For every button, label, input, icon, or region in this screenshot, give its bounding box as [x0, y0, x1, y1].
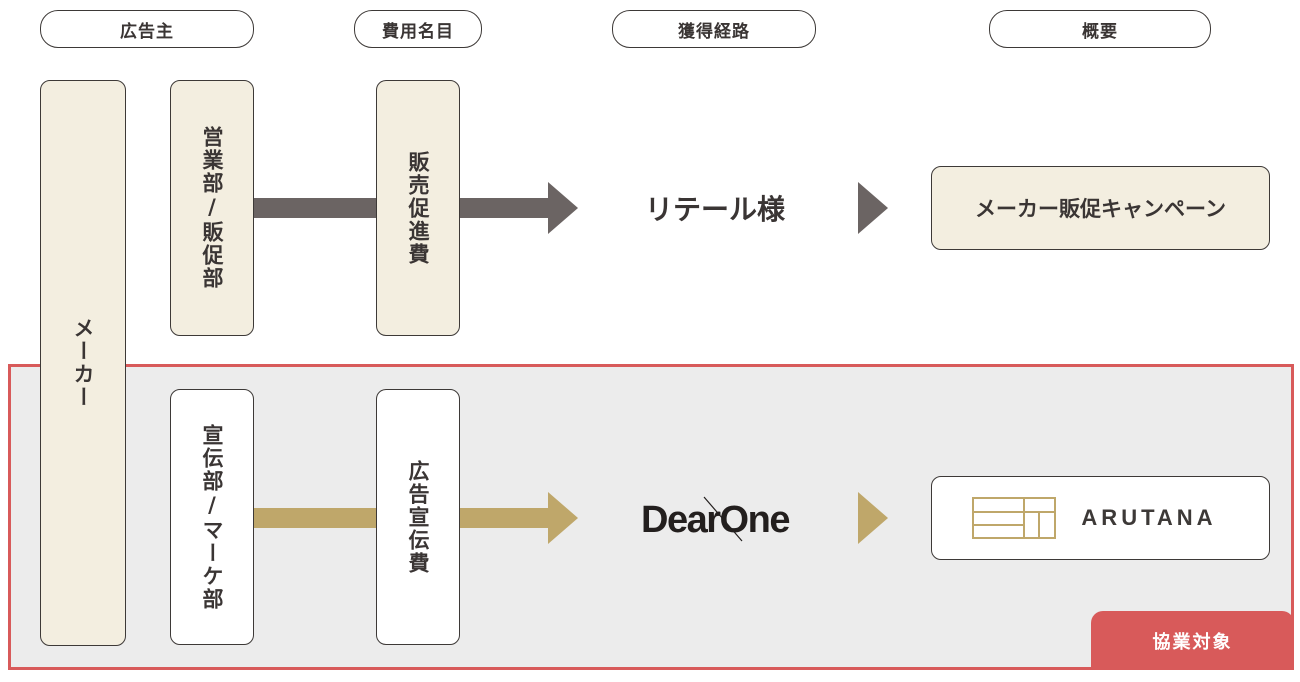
dearone-logo-text: DearOne: [641, 498, 790, 541]
row1-cost-box: 販売促進費: [376, 80, 460, 336]
arrow-row1-head: [548, 182, 578, 234]
header-advertiser: 広告主: [40, 10, 254, 48]
row1-cost-label: 販売促進費: [406, 150, 430, 266]
row2-department-label: 宣伝部/マーケ部: [200, 423, 224, 611]
row2-result-box: ARUTANA: [931, 476, 1270, 560]
header-channel: 獲得経路: [612, 10, 816, 48]
row1-department-label: 営業部/販促部: [200, 126, 224, 290]
maker-label: メーカー: [71, 317, 95, 409]
arrow-row2-head: [548, 492, 578, 544]
row1-channel: リテール様: [644, 193, 785, 226]
header-cost-item: 費用名目: [354, 10, 482, 48]
header-overview: 概要: [989, 10, 1211, 48]
row2-department-box: 宣伝部/マーケ部: [170, 389, 254, 645]
row1-result-label: メーカー販促キャンペーン: [975, 197, 1226, 221]
collaboration-label: 協業対象: [1091, 611, 1294, 670]
row1-department-box: 営業部/販促部: [170, 80, 254, 336]
row2-cost-box: 広告宣伝費: [376, 389, 460, 645]
row2-cost-label: 広告宣伝費: [406, 459, 430, 575]
dearone-logo: DearOne: [600, 492, 830, 548]
arutana-logo-text: ARUTANA: [1081, 505, 1217, 530]
arrow-row2-triangle: [858, 492, 888, 544]
maker-box: メーカー: [40, 80, 126, 646]
row1-result-box: メーカー販促キャンペーン: [931, 166, 1270, 250]
arutana-logo-icon: [972, 497, 1056, 539]
arrow-row1-triangle: [858, 182, 888, 234]
